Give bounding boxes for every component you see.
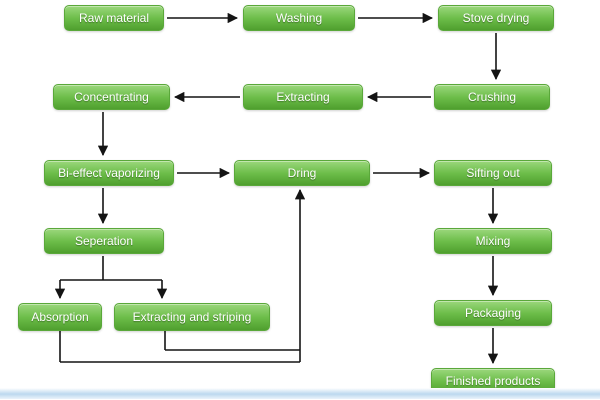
node-packaging: Packaging xyxy=(434,300,552,326)
node-sifting-out: Sifting out xyxy=(434,160,552,186)
node-extracting: Extracting xyxy=(243,84,363,110)
node-stove-drying: Stove drying xyxy=(438,5,554,31)
node-dring: Dring xyxy=(234,160,370,186)
node-bi-effect-vaporizing: Bi-effect vaporizing xyxy=(44,160,174,186)
bottom-decorative-strip xyxy=(0,388,600,399)
node-extracting-and-striping: Extracting and striping xyxy=(114,303,270,331)
node-crushing: Crushing xyxy=(434,84,550,110)
node-raw-material: Raw material xyxy=(64,5,164,31)
node-concentrating: Concentrating xyxy=(53,84,170,110)
node-seperation: Seperation xyxy=(44,228,164,254)
node-washing: Washing xyxy=(243,5,355,31)
node-absorption: Absorption xyxy=(18,303,102,331)
node-mixing: Mixing xyxy=(434,228,552,254)
